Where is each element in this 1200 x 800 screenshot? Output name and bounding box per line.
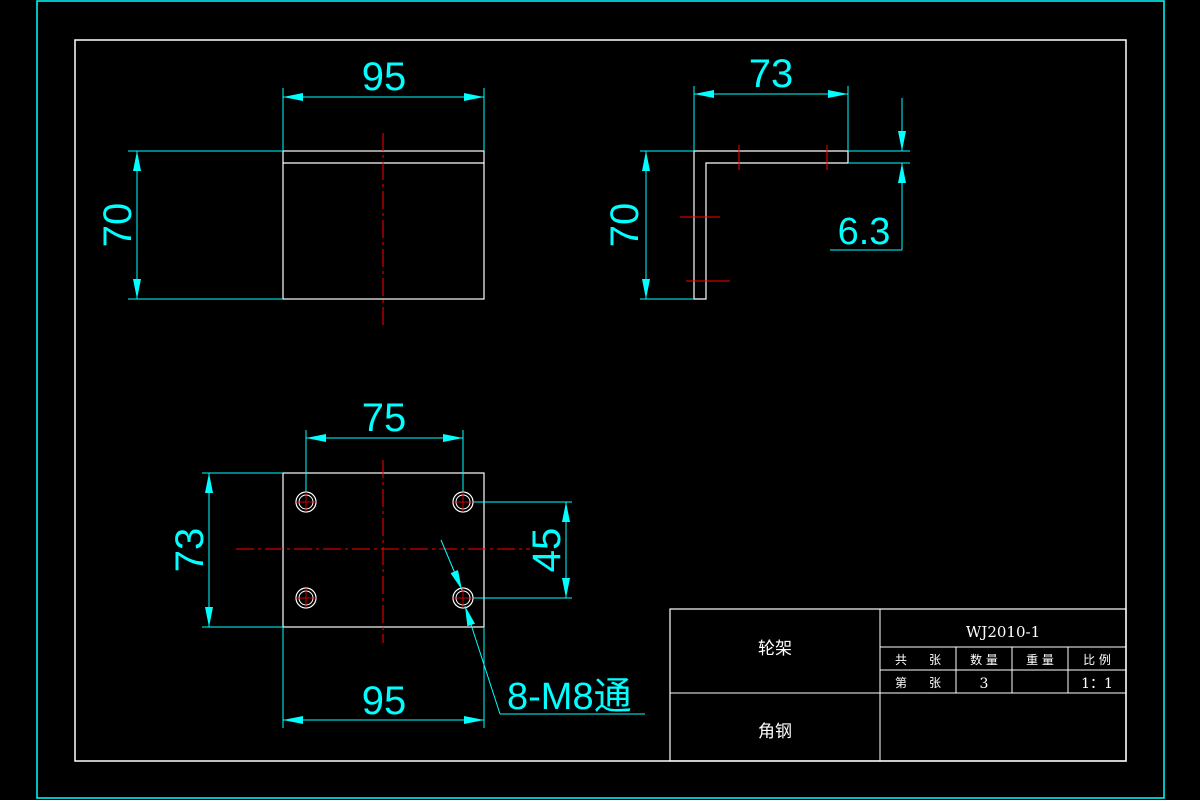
title-drawing-number: WJ2010-1 bbox=[966, 623, 1040, 641]
plate-view: 75 73 45 95 8-M8通 bbox=[168, 396, 645, 728]
dim-side-height: 70 bbox=[603, 203, 647, 248]
dim-hole-spacing: 75 bbox=[362, 396, 407, 440]
row-sheet-no: 第 bbox=[895, 676, 907, 690]
angle-profile bbox=[693, 150, 849, 300]
title-material: 角钢 bbox=[758, 722, 792, 742]
header-total: 共 bbox=[895, 653, 907, 667]
hole-callout: 8-M8通 bbox=[507, 676, 632, 718]
outer-border bbox=[36, 0, 1165, 799]
dim-side-width: 73 bbox=[749, 52, 794, 96]
callout-leader bbox=[440, 539, 463, 591]
row-scale: 1：1 bbox=[1081, 676, 1113, 692]
hole bbox=[295, 491, 317, 513]
dim-front-width: 95 bbox=[362, 55, 407, 99]
hole bbox=[452, 587, 474, 609]
dim-plate-height: 73 bbox=[168, 528, 212, 573]
dim-front-height: 70 bbox=[96, 203, 140, 248]
row-quantity: 3 bbox=[980, 676, 989, 692]
header-sheets: 张 bbox=[929, 653, 941, 667]
title-part-name: 轮架 bbox=[758, 639, 792, 659]
front-view: 95 70 bbox=[96, 55, 485, 328]
header-scale: 比 例 bbox=[1083, 653, 1111, 667]
side-view: 73 70 6.3 bbox=[603, 52, 910, 300]
header-weight: 重 量 bbox=[1026, 653, 1054, 667]
inner-frame bbox=[74, 39, 1127, 762]
hole bbox=[452, 491, 474, 513]
dim-side-thickness: 6.3 bbox=[838, 211, 891, 253]
header-quantity: 数 量 bbox=[970, 652, 998, 667]
title-block: 轮架 角钢 WJ2010-1 共 张 数 量 重 量 比 例 第 张 3 1：1 bbox=[669, 608, 1127, 762]
hole bbox=[295, 587, 317, 609]
dim-hole-vertical: 45 bbox=[525, 528, 569, 573]
dim-plate-width: 95 bbox=[362, 679, 407, 723]
callout-leader bbox=[464, 605, 501, 715]
row-sheet-label: 张 bbox=[929, 676, 941, 690]
